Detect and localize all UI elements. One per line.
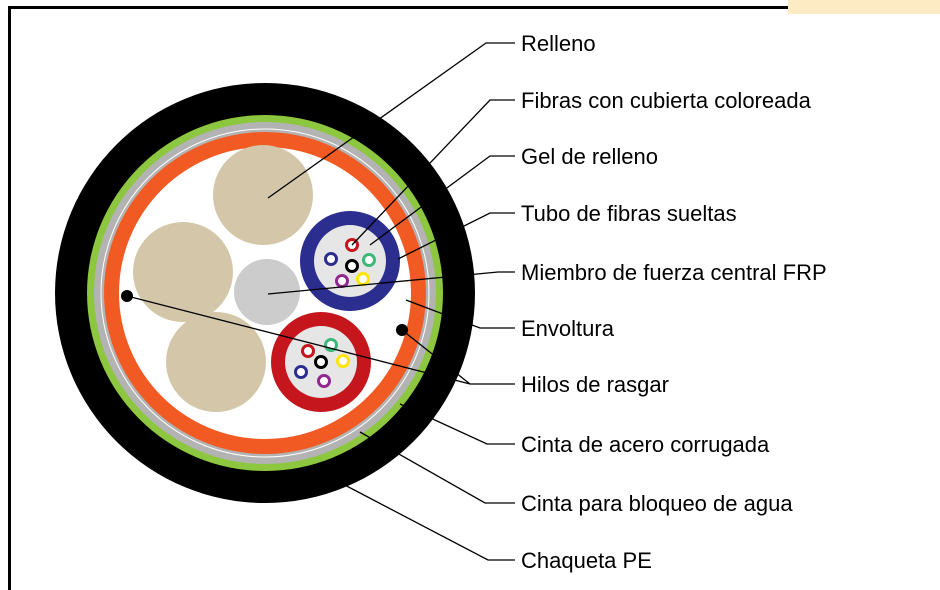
- loose-tube-red: [271, 312, 371, 412]
- label-miembro-fuerza-central: Miembro de fuerza central FRP: [521, 260, 827, 285]
- leader-lines: [126, 42, 515, 561]
- fiber: [314, 355, 328, 369]
- leader-hilos-right: [401, 329, 471, 385]
- label-envoltura: Envoltura: [521, 316, 615, 341]
- fiber: [301, 344, 315, 358]
- leader-cinta-acero: [399, 403, 515, 445]
- leader-gel: [369, 155, 515, 246]
- filler-top: [213, 145, 313, 245]
- label-fibras-cubierta-coloreada: Fibras con cubierta coloreada: [521, 88, 812, 113]
- frame-top-border: [8, 6, 788, 9]
- leader-fibras: [351, 99, 515, 246]
- frame-left-border: [8, 6, 11, 590]
- label-cinta-acero-corrugada: Cinta de acero corrugada: [521, 432, 770, 457]
- fiber: [356, 272, 370, 286]
- leader-chaqueta: [317, 470, 515, 561]
- leader-miembro: [267, 271, 515, 295]
- fiber: [336, 354, 350, 368]
- label-gel-de-relleno: Gel de relleno: [521, 144, 658, 169]
- frp-central-strength-member: [234, 259, 300, 325]
- fiber: [345, 259, 359, 273]
- leader-cinta-agua: [359, 431, 515, 504]
- leader-tubo: [397, 212, 515, 260]
- label-cinta-bloqueo-agua: Cinta para bloqueo de agua: [521, 491, 793, 516]
- corner-tab: [788, 0, 940, 14]
- filler-left: [133, 222, 233, 322]
- fiber: [335, 274, 349, 288]
- label-tubo-fibras-sueltas: Tubo de fibras sueltas: [521, 201, 737, 226]
- cable-cross-section: [55, 83, 475, 503]
- filler-bottom: [166, 312, 266, 412]
- leader-envoltura: [405, 299, 515, 329]
- labels: Relleno Fibras con cubierta coloreada Ge…: [521, 31, 827, 573]
- label-relleno: Relleno: [521, 31, 596, 56]
- label-hilos-de-rasgar: Hilos de rasgar: [521, 372, 669, 397]
- fiber: [294, 365, 308, 379]
- steel-tape-inner-line: [100, 128, 430, 458]
- leader-relleno: [267, 42, 515, 199]
- fiber: [324, 252, 338, 266]
- fiber: [362, 253, 376, 267]
- fiber: [317, 374, 331, 388]
- loose-tube-blue: [300, 211, 400, 311]
- label-chaqueta-pe: Chaqueta PE: [521, 548, 652, 573]
